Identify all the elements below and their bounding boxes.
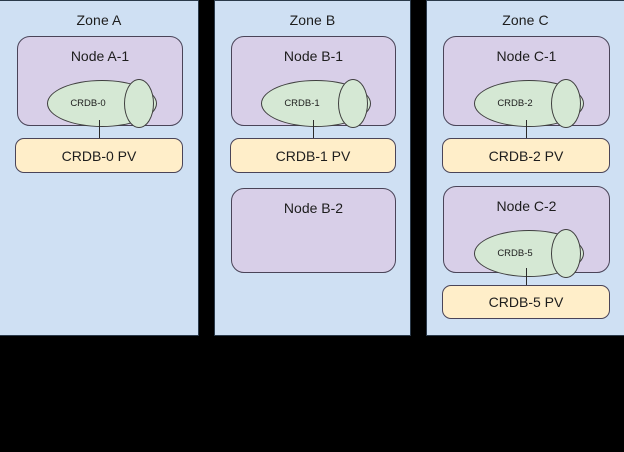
node-label-b-2: Node B-2 xyxy=(283,200,344,216)
database-label-crdb-2: CRDB-2 xyxy=(497,98,533,109)
connector-b-1 xyxy=(313,120,314,139)
cylinder-cap xyxy=(551,229,581,278)
cylinder-cap xyxy=(338,79,368,128)
pv-box-crdb-5[interactable]: CRDB-5 PV xyxy=(442,285,610,319)
database-cylinder-icon[interactable]: CRDB-2 xyxy=(474,79,584,128)
database-label-crdb-5: CRDB-5 xyxy=(497,248,533,259)
connector-c-1 xyxy=(526,120,527,139)
cylinder-cap xyxy=(124,79,154,128)
database-cylinder-icon[interactable]: CRDB-5 xyxy=(474,229,584,278)
database-label-crdb-0: CRDB-0 xyxy=(70,98,106,109)
pv-box-crdb-1[interactable]: CRDB-1 PV xyxy=(230,138,396,173)
zone-container-c[interactable]: Zone C Node C-1 CRDB-2 CRDB-2 PV Node C-… xyxy=(426,0,624,336)
node-label-c-2: Node C-2 xyxy=(496,198,557,214)
pv-box-crdb-0[interactable]: CRDB-0 PV xyxy=(15,138,183,173)
cylinder-cap xyxy=(551,79,581,128)
connector-a-1 xyxy=(99,120,100,139)
node-label-c-1: Node C-1 xyxy=(496,48,557,64)
node-label-b-1: Node B-1 xyxy=(283,48,344,64)
zone-container-b[interactable]: Zone B Node B-1 CRDB-1 CRDB-1 PV Node B-… xyxy=(214,0,411,336)
zone-container-a[interactable]: Zone A Node A-1 CRDB-0 CRDB-0 PV xyxy=(0,0,199,336)
zone-title-c: Zone C xyxy=(502,12,549,28)
database-label-crdb-1: CRDB-1 xyxy=(284,98,320,109)
node-box-c-2[interactable]: Node C-2 CRDB-5 xyxy=(443,186,610,278)
connector-c-2 xyxy=(526,268,527,286)
node-box-b-1[interactable]: Node B-1 CRDB-1 xyxy=(231,36,396,128)
node-box-b-2[interactable]: Node B-2 xyxy=(231,188,396,273)
node-label-a-1: Node A-1 xyxy=(70,48,130,64)
zone-title-a: Zone A xyxy=(76,12,122,28)
node-box-a-1[interactable]: Node A-1 CRDB-0 xyxy=(17,36,183,128)
database-cylinder-icon[interactable]: CRDB-0 xyxy=(47,79,157,128)
zone-title-b: Zone B xyxy=(289,12,336,28)
node-box-c-1[interactable]: Node C-1 CRDB-2 xyxy=(443,36,610,128)
database-cylinder-icon[interactable]: CRDB-1 xyxy=(261,79,371,128)
pv-box-crdb-2[interactable]: CRDB-2 PV xyxy=(442,138,610,173)
